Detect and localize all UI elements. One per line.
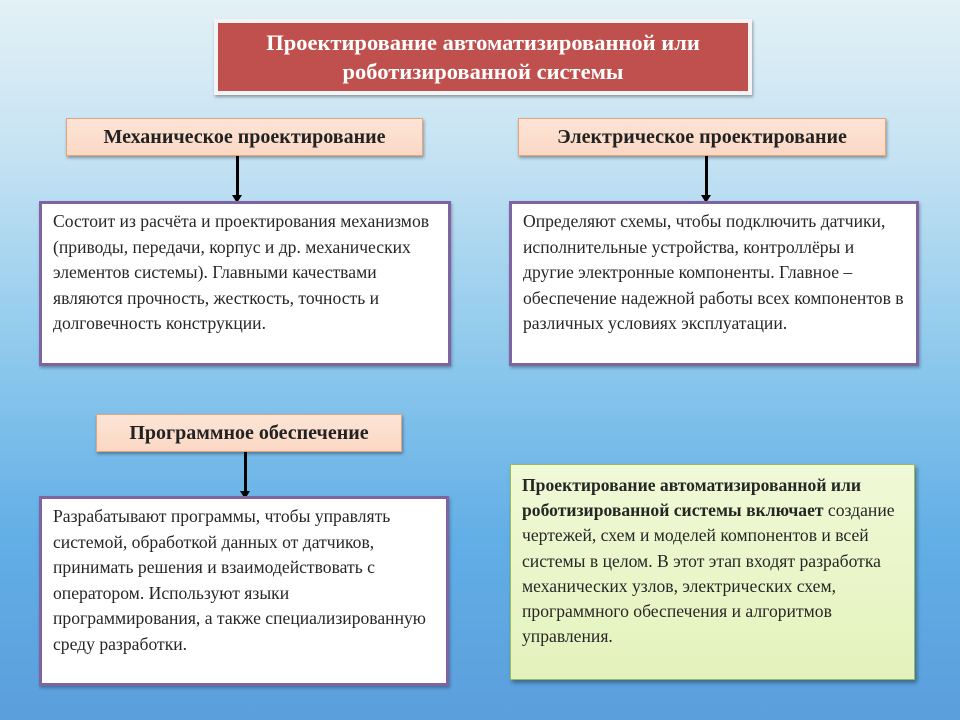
main-title: Проектирование автоматизированной или ро…	[214, 19, 752, 95]
description-electrical-design: Определяют схемы, чтобы подключить датчи…	[509, 201, 919, 366]
arrow-down-icon	[232, 156, 242, 203]
heading-software: Программное обеспечение	[96, 414, 402, 452]
heading-mechanical-design: Механическое проектирование	[66, 118, 423, 156]
arrow-down-icon	[701, 156, 711, 203]
description-mechanical-design: Состоит из расчёта и проектирования меха…	[39, 201, 451, 366]
description-software: Разрабатывают программы, чтобы управлять…	[39, 496, 449, 686]
summary-text: создание чертежей, схем и моделей компон…	[522, 500, 895, 647]
summary-bold-text: Проектирование автоматизированной или ро…	[522, 475, 862, 521]
heading-electrical-design: Электрическое проектирование	[518, 118, 886, 156]
arrow-down-icon	[240, 452, 250, 499]
summary-box: Проектирование автоматизированной или ро…	[510, 464, 915, 680]
